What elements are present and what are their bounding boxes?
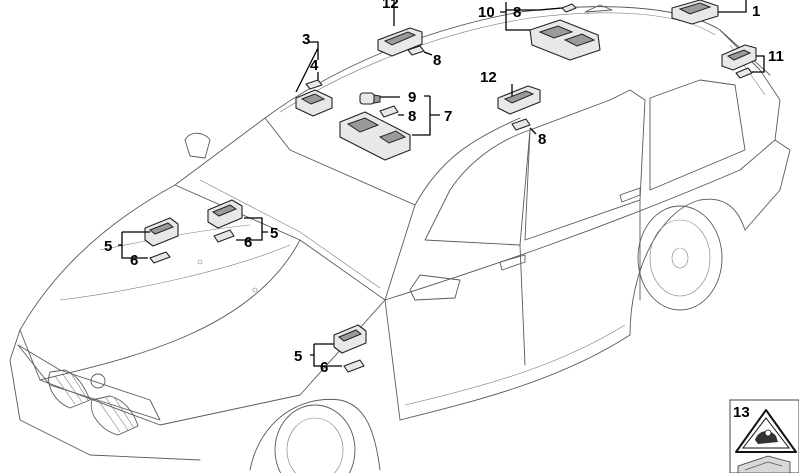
callout-12-top: 12 — [382, 0, 399, 12]
part-8-bulb-right — [511, 118, 531, 131]
callout-1: 1 — [752, 3, 760, 20]
part-5-light-left — [144, 217, 179, 247]
callout-5-middle: 5 — [270, 225, 278, 242]
part-8-bulb-left — [407, 45, 425, 56]
parts — [144, 0, 757, 373]
callout-6-lower: 6 — [320, 359, 328, 376]
callout-11: 11 — [768, 48, 784, 65]
callout-labels: 1 12 10 8 3 4 8 9 8 7 12 8 11 5 6 5 6 5 … — [104, 0, 784, 376]
part-6-bulb-middle — [213, 229, 235, 243]
part-7-double-light — [339, 111, 411, 161]
callout-5-left: 5 — [104, 238, 112, 255]
callout-12-right: 12 — [480, 69, 497, 86]
part-6-bulb-lower — [343, 359, 365, 373]
part-11-tailgate-light — [721, 44, 757, 79]
callout-8-top: 8 — [513, 4, 521, 21]
part-12-right-light — [497, 85, 541, 115]
part-12-top-light — [377, 27, 423, 57]
part-9-socket — [359, 92, 381, 105]
callout-8-mid: 8 — [408, 108, 416, 125]
part-8-bulb-mid — [379, 105, 399, 118]
callout-5-lower: 5 — [294, 348, 302, 365]
part-10-reading-light — [529, 19, 601, 61]
leader-lines — [118, 0, 765, 367]
callout-6-middle: 6 — [244, 234, 252, 251]
callout-13: 13 — [733, 404, 750, 421]
callout-9: 9 — [408, 89, 416, 106]
part-6-bulb-left — [149, 251, 171, 264]
callout-6-left: 6 — [130, 252, 138, 269]
part-5-light-lower — [333, 324, 367, 354]
car-outline — [9, 4, 791, 473]
part-8-bulb-top — [561, 3, 577, 13]
callout-10: 10 — [478, 4, 495, 21]
part-13-box: 13 — [729, 399, 799, 473]
callout-8-left: 8 — [433, 52, 441, 69]
callout-7: 7 — [444, 108, 452, 125]
callout-3: 3 — [302, 31, 310, 48]
part-4-bulb — [305, 79, 323, 90]
callout-8-right: 8 — [538, 131, 546, 148]
part-1-rear-light — [671, 0, 719, 25]
part-4-front-light — [295, 89, 333, 117]
bulb-icon — [737, 455, 791, 473]
part-5-light-middle — [207, 199, 243, 229]
warning-triangle-icon — [735, 409, 797, 453]
callout-4: 4 — [310, 57, 319, 74]
